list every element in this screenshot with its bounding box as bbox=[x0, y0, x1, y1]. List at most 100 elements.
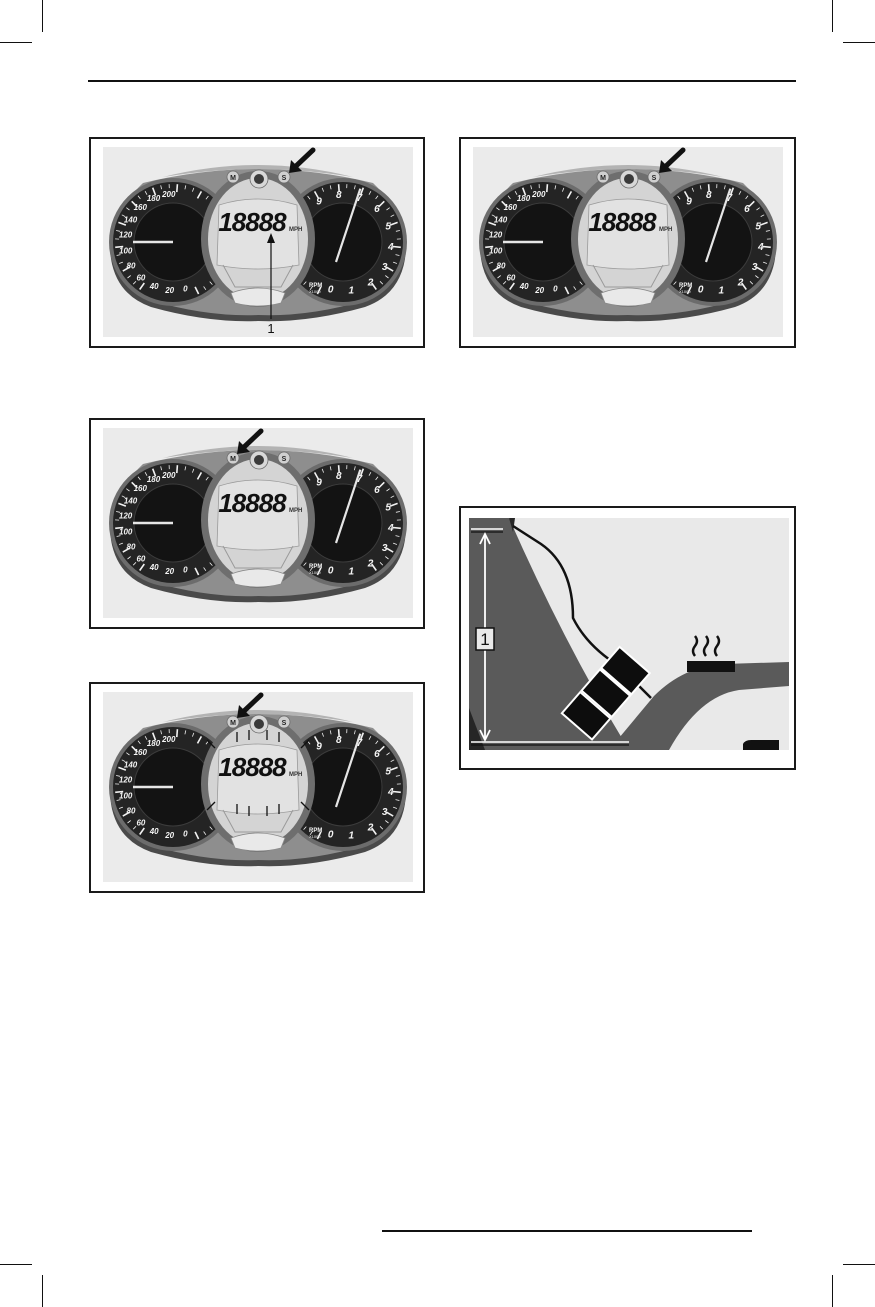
dial-tick bbox=[115, 245, 124, 249]
dial-tick bbox=[375, 195, 379, 200]
dial-tick bbox=[575, 195, 579, 200]
dial-tick bbox=[378, 481, 385, 489]
dial-tick bbox=[389, 502, 398, 507]
tachometer-label: 9 bbox=[316, 196, 322, 207]
dial-tick bbox=[762, 261, 768, 264]
crop-mark bbox=[42, 0, 43, 32]
dial-tick bbox=[390, 214, 395, 217]
dial-tick bbox=[131, 745, 138, 753]
tachometer-unit: RPM bbox=[309, 564, 322, 570]
crop-mark bbox=[42, 1275, 43, 1307]
speedometer-label: 40 bbox=[149, 563, 159, 572]
dial-tick bbox=[116, 799, 121, 801]
speedometer-label: 120 bbox=[119, 231, 133, 240]
set-button-label: S bbox=[282, 720, 287, 727]
tachometer-label: 2 bbox=[367, 822, 374, 833]
dial-tick bbox=[116, 511, 121, 513]
tachometer-label: 3 bbox=[382, 807, 388, 818]
tachometer-label: 6 bbox=[744, 204, 750, 215]
dial-tick bbox=[507, 195, 511, 200]
dial-tick bbox=[745, 195, 749, 200]
dial-tick bbox=[137, 740, 141, 745]
dial-tick bbox=[321, 732, 324, 737]
dial-tick bbox=[126, 488, 130, 492]
lcd-digits: 18888 bbox=[588, 207, 657, 237]
dial-tick bbox=[392, 245, 401, 249]
gear-indicator-window bbox=[600, 287, 656, 307]
speedometer-label: 20 bbox=[534, 286, 544, 295]
dial-tick bbox=[137, 195, 141, 200]
speedometer-label: 180 bbox=[147, 739, 161, 748]
dial-tick bbox=[392, 806, 398, 809]
dial-tick bbox=[131, 200, 138, 208]
dial-tick bbox=[748, 200, 755, 208]
dial-tick bbox=[309, 286, 313, 291]
dial-tick bbox=[122, 266, 131, 272]
dimension-arrowhead bbox=[479, 531, 491, 545]
lcd-lower-frame bbox=[592, 264, 664, 288]
dial-tick bbox=[386, 488, 390, 492]
speedometer-label: 140 bbox=[124, 761, 138, 770]
dial-tick bbox=[368, 472, 372, 476]
tachometer-label: 3 bbox=[382, 262, 388, 273]
dial-tick bbox=[762, 245, 771, 249]
dial-tick bbox=[554, 185, 557, 190]
callout-arrowhead bbox=[237, 441, 250, 454]
tachometer-unit: X1000 bbox=[309, 834, 321, 839]
dial-tick bbox=[354, 466, 356, 471]
dial-tick bbox=[209, 562, 213, 566]
dial-tick bbox=[313, 191, 320, 199]
set-button bbox=[277, 715, 291, 729]
dial-tick bbox=[144, 736, 148, 740]
dial-tick bbox=[755, 266, 764, 272]
callout-arrowhead bbox=[289, 160, 302, 173]
dial-tick bbox=[677, 195, 681, 200]
tachometer-label: 6 bbox=[374, 485, 380, 496]
brand-logo-icon bbox=[254, 174, 264, 184]
lcd-screen bbox=[216, 743, 300, 815]
dial-tick bbox=[176, 729, 179, 738]
callout-arrowhead bbox=[267, 233, 275, 243]
dial-tick bbox=[502, 281, 507, 285]
dial-tick bbox=[485, 245, 494, 249]
dial-tick bbox=[184, 185, 187, 190]
dial-tick bbox=[194, 286, 200, 295]
tachometer-needle bbox=[334, 469, 362, 544]
dial-tick bbox=[673, 281, 677, 285]
dial-tick bbox=[144, 472, 148, 476]
lcd-unit: MPH bbox=[659, 227, 672, 233]
dial-tick bbox=[118, 806, 124, 809]
speedometer-label: 100 bbox=[489, 246, 503, 255]
dial-tick bbox=[573, 286, 577, 291]
set-button-label: S bbox=[282, 456, 287, 463]
dial-tick bbox=[115, 790, 124, 794]
dial-tick bbox=[566, 191, 573, 199]
speedometer-label: 60 bbox=[506, 274, 515, 283]
dial-tick bbox=[385, 556, 389, 560]
speedometer-label: 100 bbox=[119, 791, 133, 800]
set-button-label: S bbox=[652, 175, 657, 182]
dial-tick bbox=[309, 567, 313, 572]
dial-tick bbox=[359, 187, 365, 196]
lcd-digits: 18888 bbox=[218, 488, 287, 518]
dial-tick bbox=[385, 811, 394, 817]
brand-logo-icon bbox=[254, 455, 264, 465]
dial-tick bbox=[765, 230, 770, 232]
dial-tick bbox=[390, 759, 395, 762]
dial-tick bbox=[121, 759, 126, 762]
dial-tick bbox=[371, 827, 377, 835]
speedometer-label: 40 bbox=[149, 827, 159, 836]
dial-tick bbox=[321, 468, 324, 473]
speedometer-label: 40 bbox=[519, 282, 529, 291]
tachometer-label: 5 bbox=[385, 503, 391, 514]
speedometer-label: 180 bbox=[147, 194, 161, 203]
mode-button-label: M bbox=[600, 175, 606, 182]
dial-tick bbox=[749, 281, 754, 285]
dial-tick bbox=[392, 542, 398, 545]
bezel-highlight bbox=[163, 446, 353, 458]
dial-tick bbox=[132, 281, 137, 285]
lcd-segment-fragment bbox=[743, 740, 779, 750]
dial-tick bbox=[126, 207, 130, 211]
